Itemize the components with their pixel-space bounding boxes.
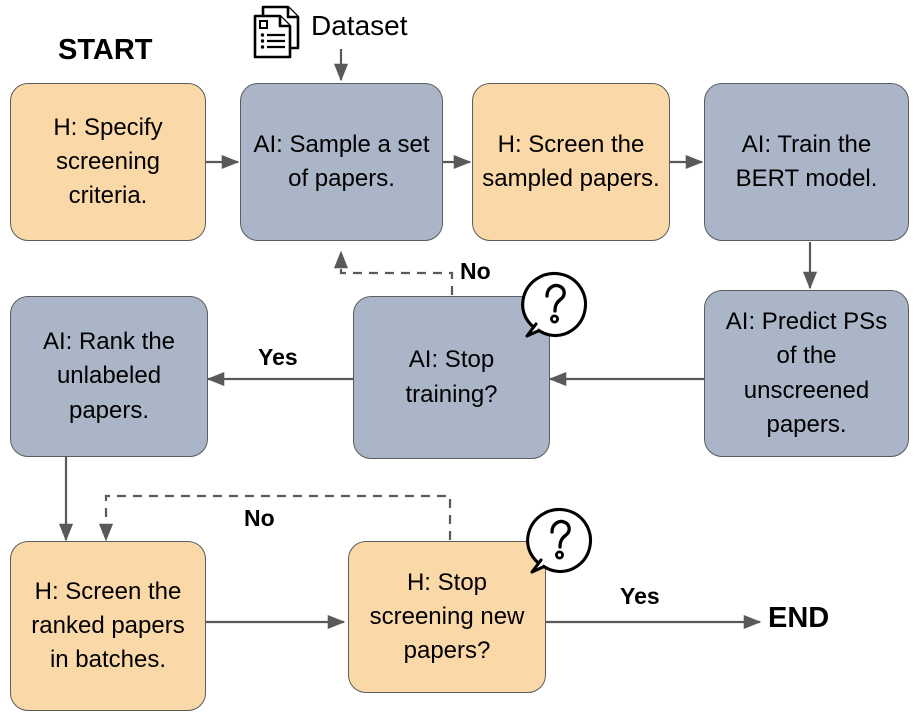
- documents-stack-icon: [250, 4, 308, 62]
- edge-label-stop-training-yes: Yes: [258, 344, 298, 370]
- question-bubble-icon-stop-screening: [523, 504, 599, 580]
- node-screen-sampled[interactable]: H: Screen the sampled papers.: [472, 83, 670, 241]
- question-bubble-icon-stop-training: [518, 268, 594, 344]
- edge-stopscreening-no-loop: [98, 494, 452, 542]
- dataset-label: Dataset: [311, 10, 408, 41]
- node-stop-screening-label: H: Stop screening new papers?: [369, 568, 525, 665]
- node-stop-training-label: AI: Stop training?: [405, 346, 498, 408]
- node-train-bert[interactable]: AI: Train the BERT model.: [704, 83, 909, 241]
- node-screen-sampled-label: H: Screen the sampled papers.: [482, 130, 660, 192]
- node-stop-screening[interactable]: H: Stop screening new papers?: [348, 541, 546, 693]
- node-sample-papers[interactable]: AI: Sample a set of papers.: [240, 83, 443, 241]
- start-terminal-label: START: [58, 34, 153, 66]
- node-rank-unlabeled-label: AI: Rank the unlabeled papers.: [42, 328, 176, 424]
- node-sample-papers-label: AI: Sample a set of papers.: [253, 130, 430, 192]
- node-specify-criteria-label: H: Specify screening criteria.: [53, 113, 163, 210]
- node-screen-ranked-label: H: Screen the ranked papers in batches.: [31, 577, 185, 674]
- edge-label-stop-training-no: No: [460, 258, 491, 284]
- node-predict-ps-label: AI: Predict PSs of the unscreened papers…: [725, 308, 888, 438]
- node-train-bert-label: AI: Train the BERT model.: [735, 130, 878, 192]
- edge-stoptraining-no-loop: [333, 250, 454, 295]
- node-specify-criteria[interactable]: H: Specify screening criteria.: [10, 83, 206, 241]
- node-rank-unlabeled[interactable]: AI: Rank the unlabeled papers.: [10, 296, 208, 457]
- node-predict-ps[interactable]: AI: Predict PSs of the unscreened papers…: [704, 290, 909, 457]
- end-terminal-label: END: [768, 602, 830, 634]
- edge-label-stop-screening-yes: Yes: [620, 583, 660, 609]
- node-stop-training[interactable]: AI: Stop training?: [353, 296, 550, 459]
- node-screen-ranked[interactable]: H: Screen the ranked papers in batches.: [10, 541, 206, 711]
- edge-label-stop-screening-no: No: [244, 505, 275, 531]
